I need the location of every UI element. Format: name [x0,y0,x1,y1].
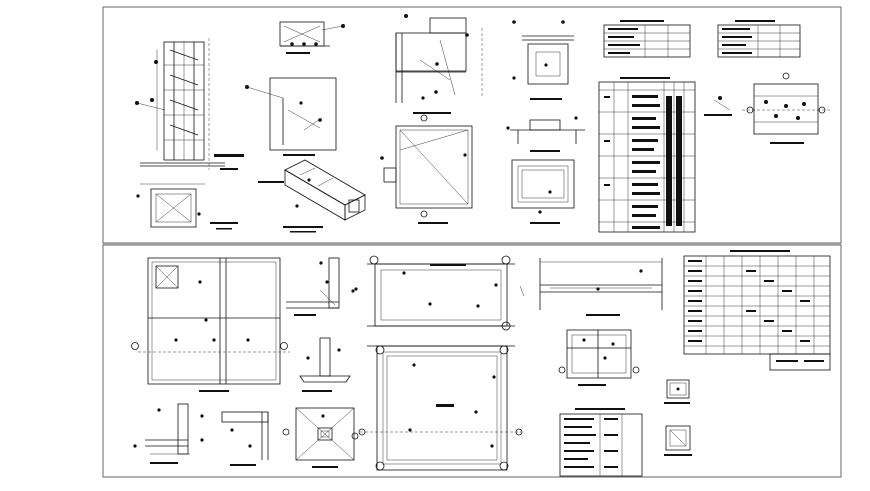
slab-reinforcement-plan [131,257,290,392]
column-elevation-detail [135,38,244,170]
cover-section-detail [506,116,585,152]
bar-schedule-table-lower [683,250,831,371]
pyramid-footing-plan [295,407,359,468]
manhole-plan [512,20,574,100]
lower-left-joint-details [133,403,290,466]
schedule-table-2 [717,20,801,58]
opening-detail [245,77,337,156]
schedule-table-1 [603,20,691,58]
isometric-beam-detail [258,159,366,233]
small-tank-plan [511,159,575,224]
tank-plan-detail [380,114,473,224]
rectangular-tank-plan [354,255,525,331]
bar-bending-schedule-upper [598,77,696,233]
sheet-frames [102,6,842,478]
beam-elevation [539,258,663,316]
tank-elevation-detail [395,14,483,114]
footing-plan-small [136,183,238,230]
beam-section-top-detail [279,21,345,54]
legend-table-lower [559,408,643,477]
column-sections [664,379,692,456]
pile-cap-detail [704,72,830,144]
beam-column-joint-details [286,257,355,392]
small-tank-plan-lower [558,329,640,386]
square-tank-plan [358,345,523,471]
